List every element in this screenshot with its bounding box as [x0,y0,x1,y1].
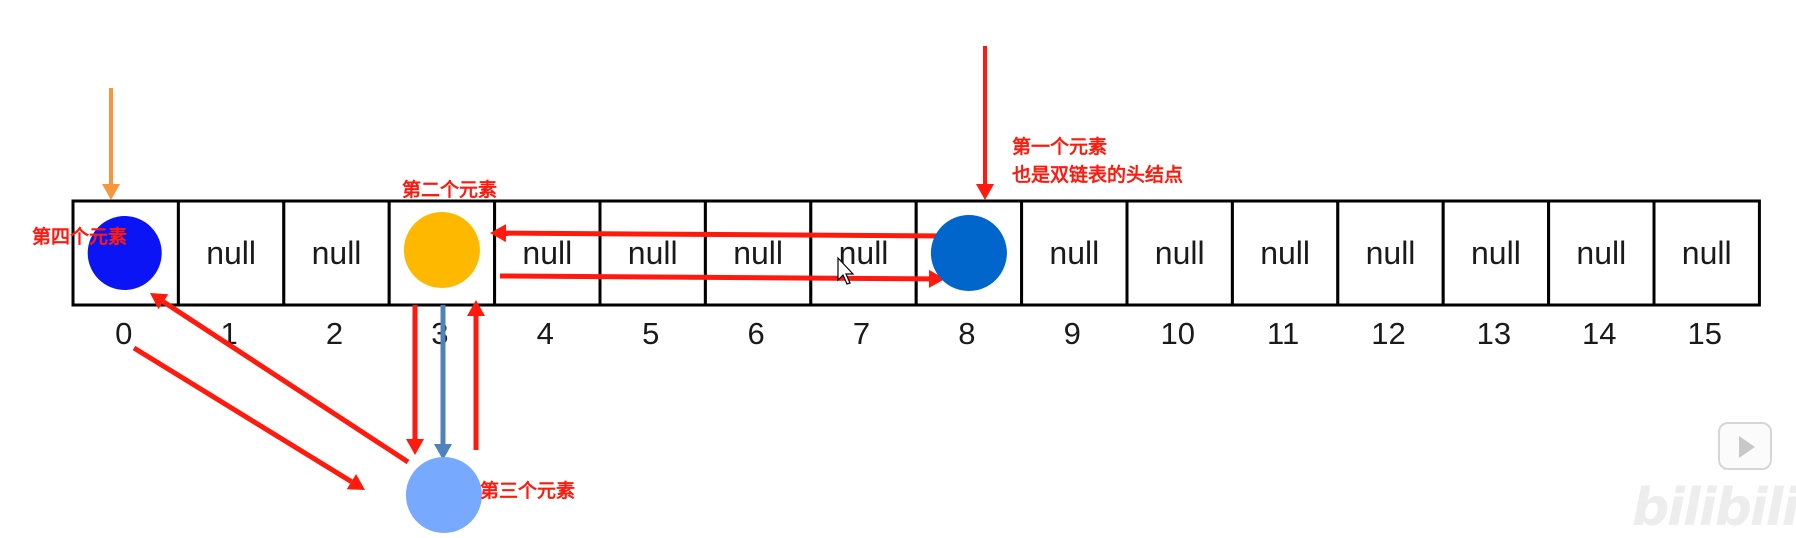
index-label: 4 [537,316,554,351]
third-element-node [405,457,482,533]
link-arrow-second-to-first [499,269,945,288]
orange-pointer-arrow [102,88,120,200]
blue-down-arrow [434,305,452,460]
head-pointer-arrow [976,46,994,200]
cell-null-text: null [839,235,889,271]
cell-null-text: null [522,235,572,271]
link-arrow-first-to-second [490,224,949,243]
play-button[interactable] [1718,422,1772,470]
link-arrow-third-to-second [467,300,485,450]
cell-null-text: null [1471,235,1521,271]
array-cell: null [1441,199,1551,307]
array-cell: null [598,199,707,307]
cell-null-text: null [1682,235,1732,271]
array-cell: null [703,199,813,307]
index-label: 12 [1371,316,1405,351]
index-label: 15 [1687,316,1721,351]
cell-null-text: null [1049,235,1099,271]
cell-null-text: null [206,235,256,271]
array-cell: null [1652,199,1761,307]
array-cell: null [282,199,391,307]
head-node-label: 也是双链表的头结点 [1012,164,1184,186]
array-cell: null [1547,199,1656,307]
link-arrow-fourth-to-third [132,345,365,490]
index-label: 13 [1477,316,1511,351]
link-arrow-third-to-fourth [150,293,410,465]
index-label: 0 [115,316,132,351]
third-element-label: 第三个元素 [480,480,576,502]
index-label: 5 [642,316,659,351]
cell-null-text: null [1260,235,1310,271]
array-cell: null [1336,199,1445,307]
fourth-element-label: 第四个元素 [32,226,128,248]
index-label: 2 [326,316,343,351]
cell-null-text: null [628,235,678,271]
cell-null-text: null [1366,235,1416,271]
index-label: 7 [853,316,870,351]
first-element-node [930,215,1007,291]
second-element-label: 第二个元素 [402,179,498,201]
link-arrow-second-to-third [406,305,424,455]
fourth-element-node [87,216,162,290]
array-cell: null [1125,199,1234,307]
index-label: 8 [958,316,975,351]
index-label: 14 [1582,316,1616,351]
mouse-cursor-icon [837,256,855,285]
index-label: 11 [1267,316,1299,351]
index-label: 6 [747,316,764,351]
second-element-node [403,212,480,288]
bilibili-watermark-logo: bilibili [1632,478,1796,538]
array-cell: null [1020,199,1129,307]
index-label: 10 [1160,316,1194,351]
array-cell: null [176,199,286,307]
index-label: 3 [431,316,448,351]
cell-null-text: null [1576,235,1626,271]
index-label: 9 [1064,316,1081,351]
array-cell: null [493,199,602,307]
cell-null-text: null [733,235,783,271]
cell-null-text: null [1155,235,1205,271]
array-cell: null [809,199,918,307]
cell-null-text: null [312,235,362,271]
array-cell: null [1230,199,1340,307]
first-element-label: 第一个元素 [1012,136,1108,158]
